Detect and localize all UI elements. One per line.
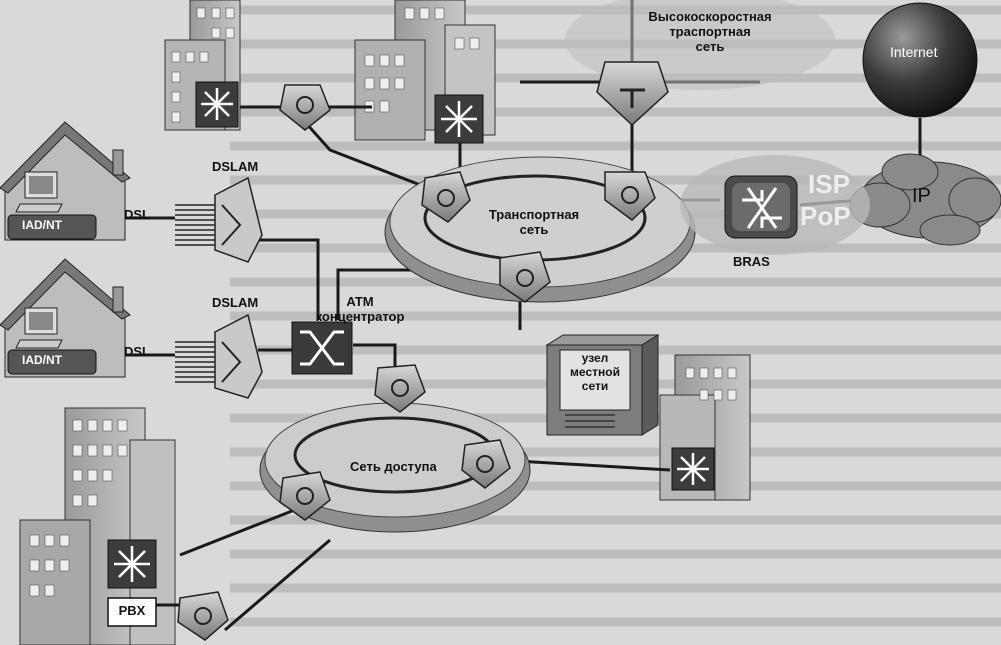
dsl-lines — [175, 204, 215, 383]
computer-icon — [15, 171, 63, 213]
router-icon — [461, 439, 511, 489]
globe-icon — [862, 2, 978, 118]
iad-top-label: IAD/NT — [22, 218, 62, 232]
router-icon — [279, 84, 331, 131]
internet-label: Internet — [890, 44, 938, 60]
dslam-icon — [214, 176, 263, 263]
dslam-top-label: DSLAM — [212, 159, 259, 174]
iad-bottom-label: IAD/NT — [22, 353, 62, 367]
atm-concentrator-label: ATM концентратор — [315, 294, 405, 324]
router-icon — [177, 591, 229, 641]
router-icon — [499, 251, 551, 303]
router-icon — [374, 364, 426, 413]
dsl-top-label: DSL — [124, 207, 150, 222]
pbx-box — [107, 597, 157, 627]
router-icon — [604, 171, 656, 221]
pbx-label: PBX — [118, 603, 146, 618]
building-icon — [354, 0, 496, 141]
ip-label: IP — [912, 185, 931, 207]
router-icon — [421, 171, 471, 223]
isp-label: ISP — [808, 169, 850, 199]
high-speed-network-label: Высокоскоростная траспортная сеть — [648, 9, 772, 54]
iad-box-bottom — [7, 349, 97, 375]
lan-switch-icon — [195, 81, 239, 128]
iad-box-top — [7, 214, 97, 240]
transport-network-label: Транспортная сеть — [488, 207, 580, 237]
bras-label: BRAS — [733, 254, 770, 269]
access-network-label: Сеть доступа — [350, 459, 437, 474]
bras-router-icon — [724, 175, 798, 239]
pop-label: PoP — [800, 201, 851, 231]
lan-switch-icon — [434, 94, 484, 144]
dslam-bottom-label: DSLAM — [212, 295, 259, 310]
computer-icon — [15, 307, 63, 349]
dsl-bottom-label: DSL — [124, 344, 150, 359]
atm-switch-icon — [291, 321, 353, 375]
server-icon — [545, 334, 660, 436]
core-router-icon — [596, 61, 669, 127]
lan-switch-icon — [671, 447, 715, 491]
router-icon — [279, 471, 331, 521]
dslam-icon — [214, 313, 263, 399]
lan-switch-icon — [107, 539, 157, 589]
local-node-label: узел местной сети — [570, 351, 620, 393]
cloud-icon — [849, 153, 1001, 246]
